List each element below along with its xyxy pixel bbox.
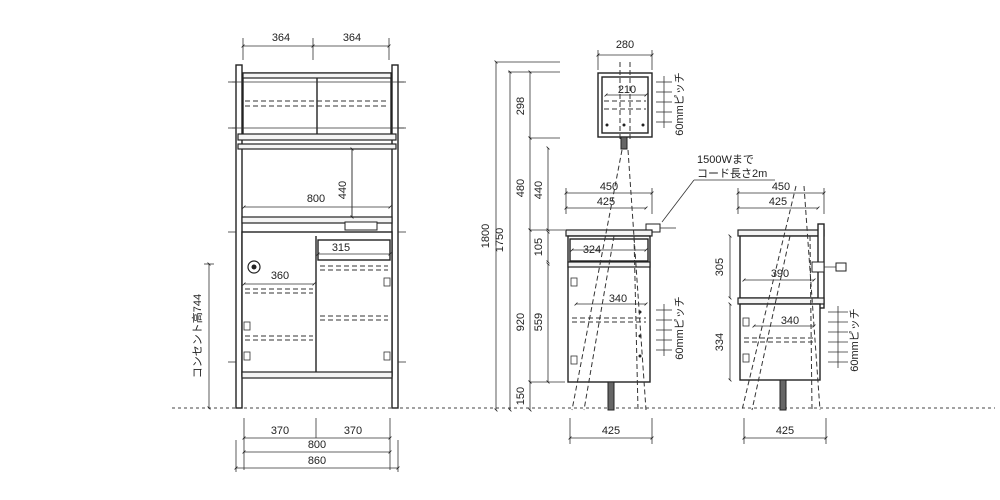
right-outlet [811, 261, 825, 273]
dim-mid-inner: 440 [533, 181, 545, 199]
dim-shelf-inner: 340 [609, 293, 627, 305]
dim-mid-height: 440 [337, 181, 349, 199]
dim-bottom-inner: 800 [308, 439, 326, 451]
dim-post-height: 1750 [494, 228, 506, 252]
dim-upper-height: 298 [515, 97, 527, 115]
dim-drawer-inner: 324 [583, 244, 601, 256]
right-pitch-label: 60mmピッチ [848, 308, 861, 372]
dim-right-305: 305 [714, 258, 726, 276]
side-view: 1800 1750 298 480 920 150 440 105 559 28… [480, 39, 775, 444]
cord-label-1: 1500Wまで [697, 153, 754, 166]
dim-drawer-height: 105 [533, 238, 545, 256]
dim-right-425: 425 [769, 196, 787, 208]
dim-total-width: 860 [308, 455, 326, 467]
dim-right-390: 390 [771, 268, 789, 280]
dim-top-right: 364 [343, 32, 361, 44]
front-view: 364 364 800 440 315 360 コンセント高744 370 37… [190, 32, 406, 472]
dim-total-height: 1800 [480, 224, 492, 248]
lower-pitch-label: 60mmピッチ [673, 296, 686, 360]
dim-width-450: 450 [600, 181, 618, 193]
dim-side-bottom: 425 [602, 425, 620, 437]
dim-upper-width: 280 [616, 39, 634, 51]
left-post [235, 64, 243, 409]
dim-mid-height-side: 480 [515, 179, 527, 197]
dim-upper-inner: 210 [618, 84, 636, 96]
dim-top-left: 364 [272, 32, 290, 44]
dim-bottom-right: 370 [344, 425, 362, 437]
dim-bottom-left: 370 [271, 425, 289, 437]
dim-right-340: 340 [781, 315, 799, 327]
dim-inner-width: 800 [307, 193, 325, 205]
dim-lower-inner: 559 [533, 313, 545, 331]
dim-drawer-width: 315 [332, 242, 350, 254]
dim-outlet-height: コンセント高744 [190, 294, 204, 378]
right-post [391, 64, 399, 409]
right-view: 450 425 390 340 305 334 [714, 181, 861, 444]
dim-shelf-width: 360 [271, 270, 289, 282]
cord-label-2: コード長さ2m [697, 167, 767, 180]
upper-pitch-label: 60mmピッチ [673, 72, 686, 136]
dim-right-bottom: 425 [776, 425, 794, 437]
dim-right-450: 450 [772, 181, 790, 193]
dim-right-334: 334 [714, 333, 726, 351]
drawer-front [317, 239, 391, 261]
dim-width-425: 425 [597, 196, 615, 208]
right-upper-box [739, 235, 821, 299]
dim-base-height: 150 [515, 387, 527, 405]
outlet-strip [344, 221, 378, 231]
dim-lower-height: 920 [515, 313, 527, 331]
